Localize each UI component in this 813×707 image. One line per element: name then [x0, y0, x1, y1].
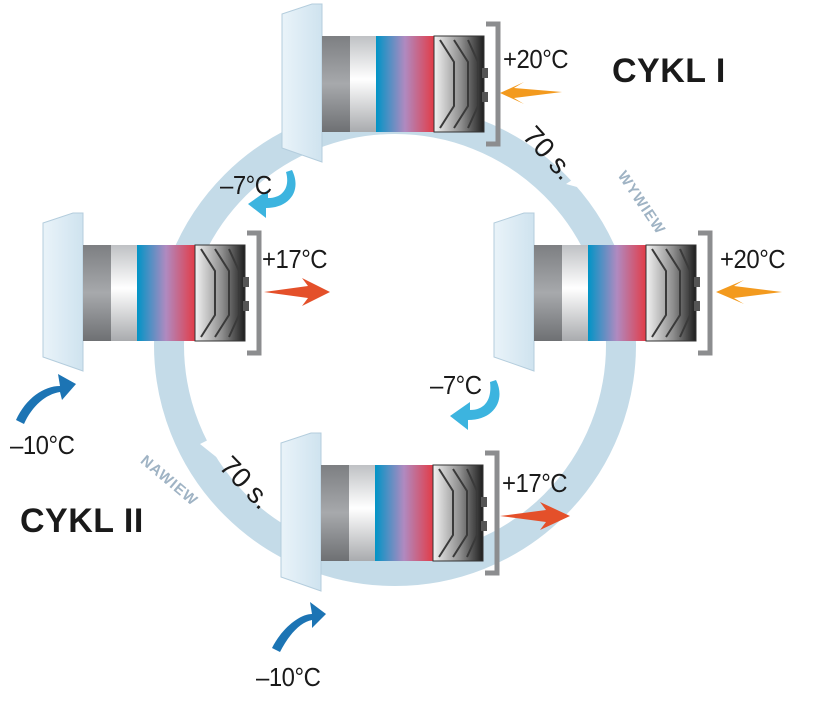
temp-left-outflow: +17°C — [262, 244, 328, 274]
temp-right-inflow: +20°C — [720, 244, 786, 274]
warm-outflow-arrow-left — [264, 278, 330, 306]
temp-bottom-outflow: +17°C — [502, 468, 568, 498]
cold-inflow-arrow-left — [16, 374, 76, 424]
temp-right-outflow: –7°C — [430, 370, 482, 400]
cycle-two-label: CYKL II — [20, 502, 144, 540]
cycle-one-label: CYKL I — [612, 52, 726, 90]
ring-direction-arrow-top — [566, 164, 596, 190]
temp-top-outflow: –7°C — [220, 170, 272, 200]
temp-left-inflow: –10°C — [10, 430, 75, 460]
warm-outflow-arrow-bottom — [500, 502, 570, 530]
warm-inflow-arrow-right — [716, 280, 782, 304]
ventilation-unit-left — [43, 213, 259, 371]
ring-direction-arrow-bottom — [200, 430, 228, 460]
cold-outflow-arrow-right — [450, 380, 500, 430]
cold-inflow-arrow-bottom — [272, 602, 326, 652]
warm-inflow-arrow-top — [500, 82, 562, 104]
cold-outflow-arrow-top — [248, 170, 296, 218]
temp-top-inflow: +20°C — [503, 44, 569, 74]
temp-bottom-inflow: –10°C — [256, 662, 321, 692]
